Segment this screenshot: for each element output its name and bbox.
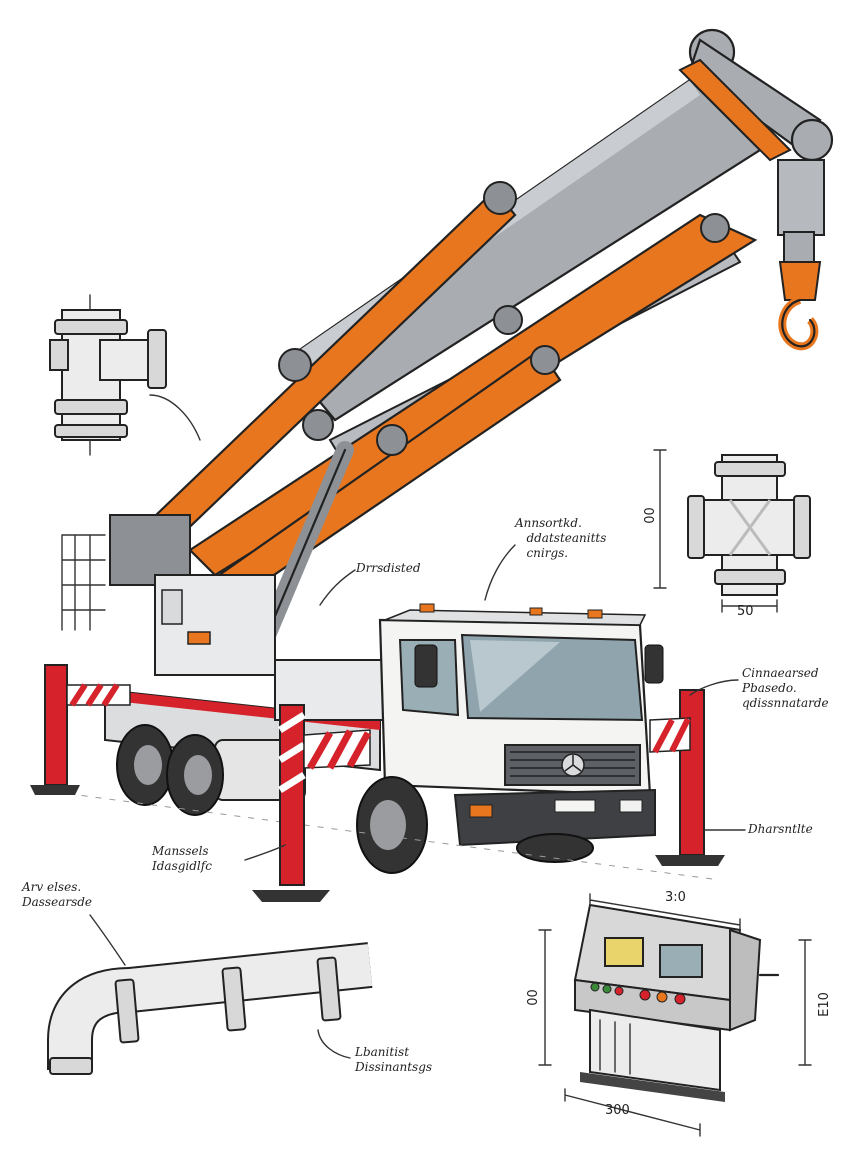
console-bottom-dim: 300 [605, 1103, 630, 1118]
console-left-dim: 00 [525, 989, 541, 1006]
outrigger-front-left [252, 704, 372, 902]
boom-assembly [61, 28, 834, 676]
front-wheels [356, 776, 594, 874]
leader-lines [244, 544, 746, 861]
control-console-detail [538, 893, 812, 1137]
rear-wheels [116, 724, 224, 816]
valve-width-dim: 50 [737, 604, 754, 619]
outrigger-front-right [649, 689, 725, 866]
boom-tip-hook [678, 28, 834, 351]
valve-height-dim: 00 [642, 507, 658, 524]
console-top-dim: 3:0 [665, 890, 686, 905]
ram-callout: Drrsdisted [356, 561, 421, 575]
pipe-callout: Arv elses. Dassearsde [22, 880, 93, 909]
foot-callout: Dharsntlte [748, 822, 813, 836]
outriggers [30, 664, 725, 902]
cab-callout: Annsortkd. ddatsteanitts cnirgs. [515, 516, 607, 560]
outrigger-rear-left [30, 664, 131, 795]
console-right-dim: E10 [816, 992, 832, 1017]
truck [39, 603, 721, 881]
pipe-tee-detail [49, 294, 201, 456]
chassis-callout: Manssels Idasgidlfc [152, 844, 212, 873]
cross-valve-detail [653, 449, 811, 613]
elbow-callout: Lbanitist Dissinantsgs [355, 1045, 433, 1074]
outrigger-callout: Cinnaearsed Pbasedo. qdissnnatarde [742, 666, 829, 710]
elbow-pipe-detail [47, 914, 373, 1075]
